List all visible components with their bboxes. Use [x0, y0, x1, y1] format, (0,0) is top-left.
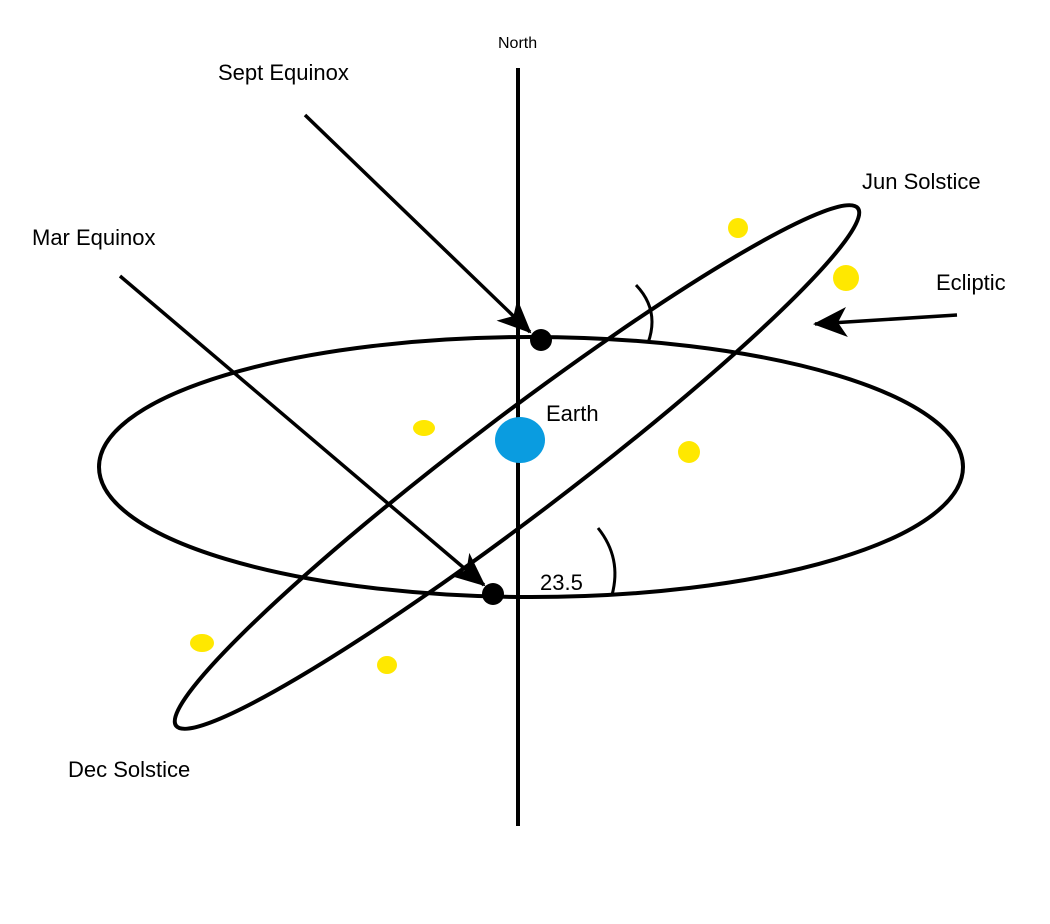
- sept-equinox-point: [530, 329, 552, 351]
- sun-dot: [190, 634, 214, 652]
- angle-arc-upper: [634, 283, 654, 344]
- sept-equinox-arrow: [303, 113, 532, 334]
- sun-dot: [833, 265, 859, 291]
- mar-equinox-point: [482, 583, 504, 605]
- sun-dot: [728, 218, 748, 238]
- earth-label: Earth: [546, 401, 599, 426]
- north-label: North: [498, 35, 537, 52]
- ecliptic-label: Ecliptic: [936, 270, 1006, 295]
- ecliptic-pointer-arrow: [813, 307, 958, 337]
- earth-icon: [495, 417, 545, 463]
- angle-arc-lower: [596, 527, 617, 596]
- mar-equinox-label: Mar Equinox: [32, 225, 156, 250]
- sun-dot: [413, 420, 435, 436]
- ecliptic-orbit: [172, 203, 862, 731]
- mar-equinox-arrow: [118, 274, 486, 587]
- jun-solstice-label: Jun Solstice: [862, 169, 981, 194]
- sun-positions: [190, 218, 859, 674]
- sept-equinox-label: Sept Equinox: [218, 60, 349, 85]
- sun-dot: [377, 656, 397, 674]
- dec-solstice-label: Dec Solstice: [68, 757, 190, 782]
- angle-label: 23.5: [540, 570, 583, 595]
- celestial-equator: [97, 335, 965, 599]
- sun-dot: [678, 441, 700, 463]
